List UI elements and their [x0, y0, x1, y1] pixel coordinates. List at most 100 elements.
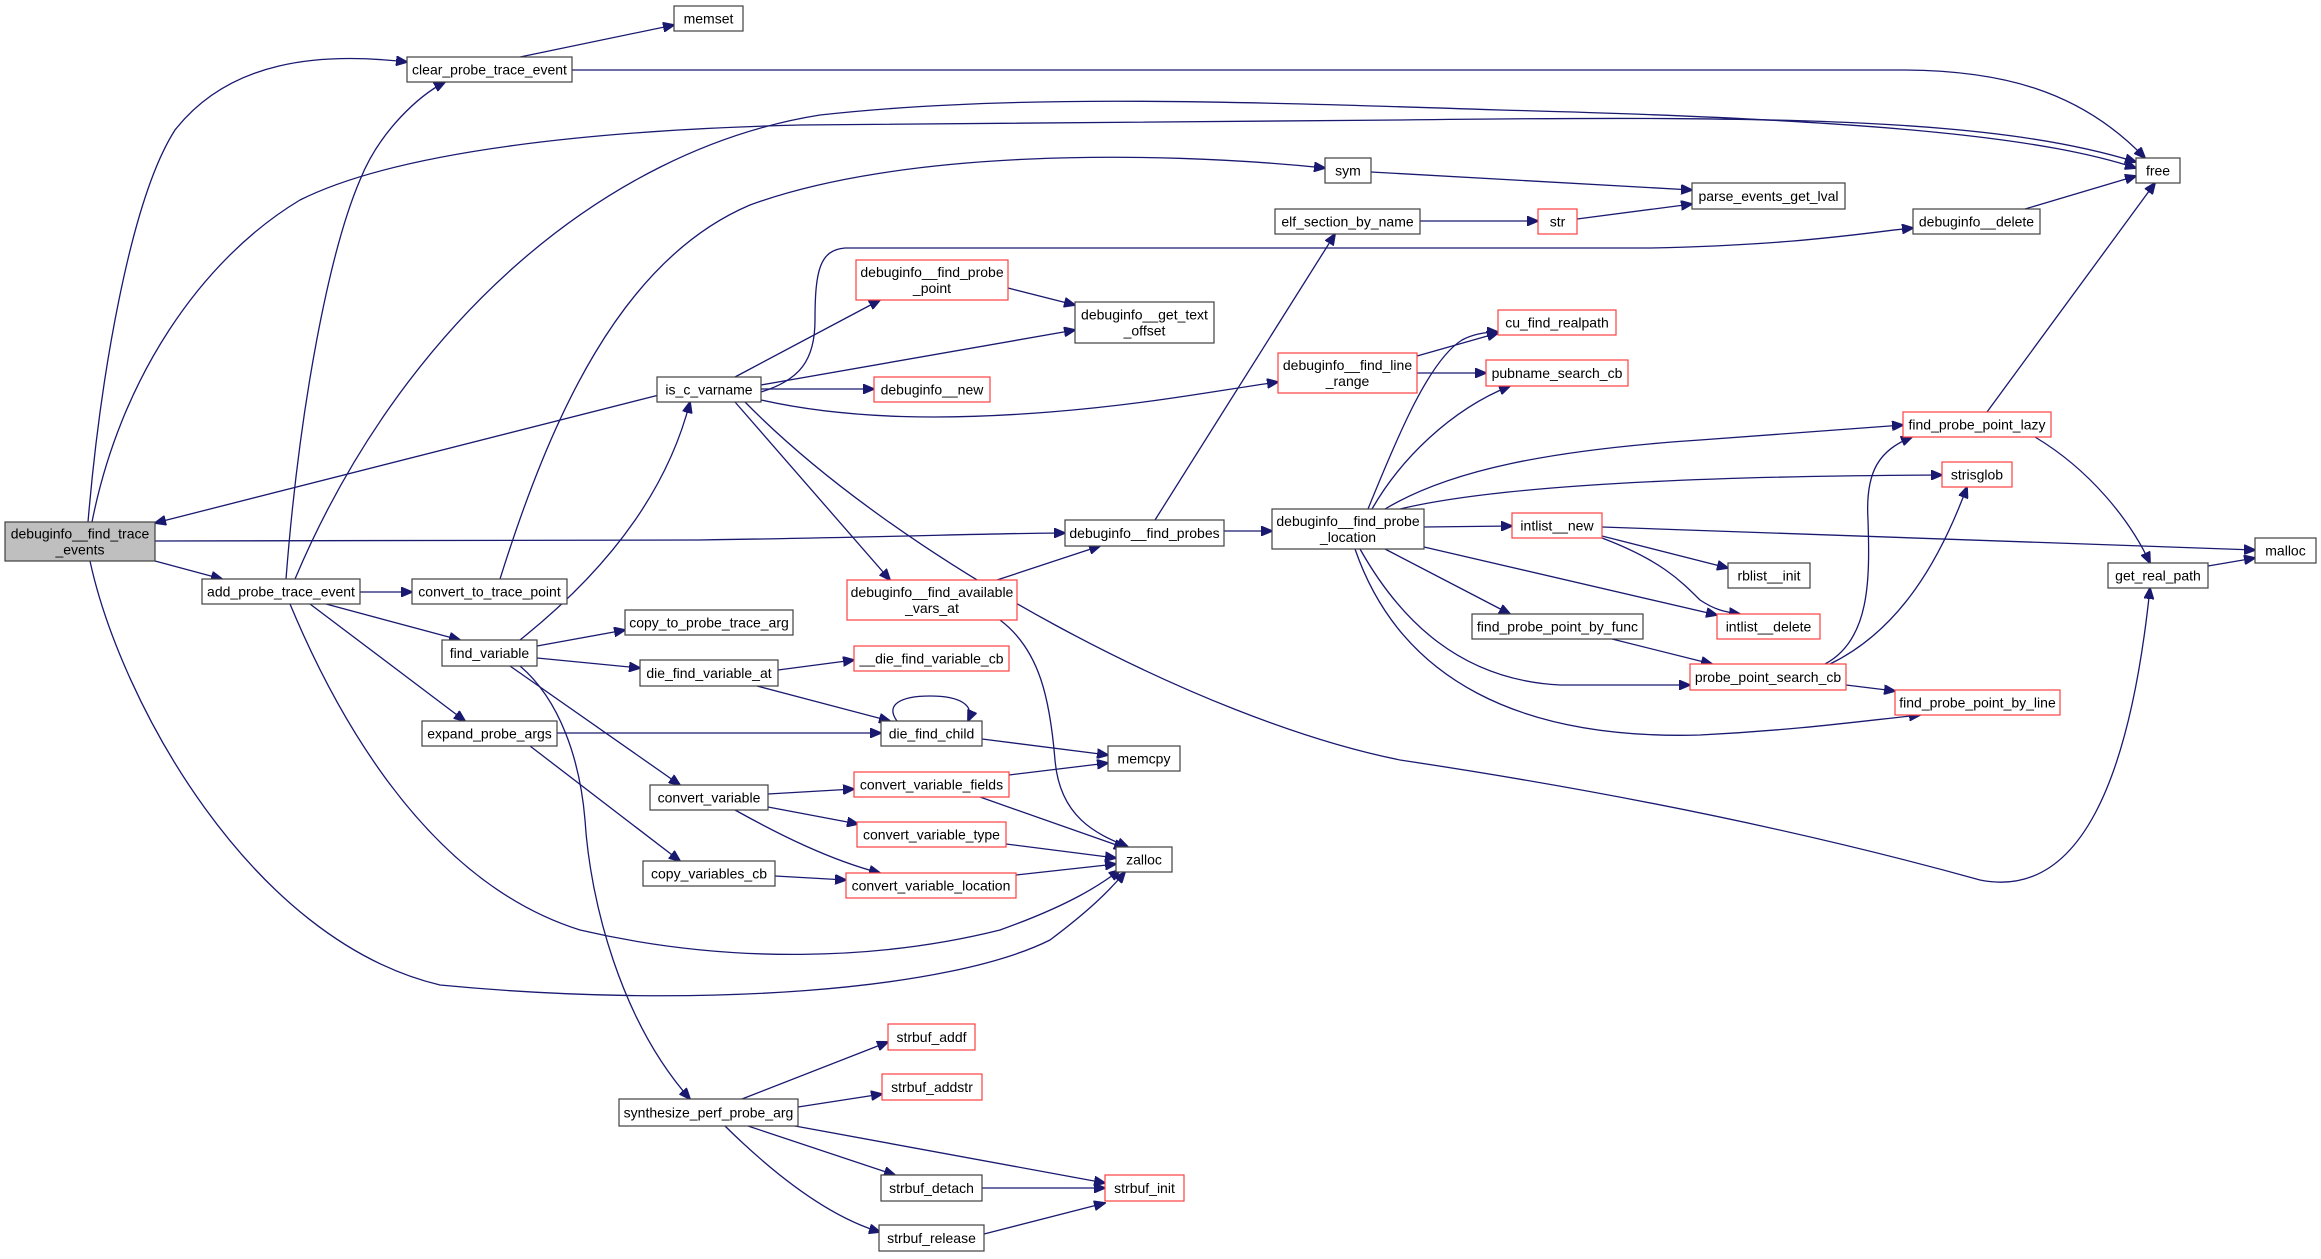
node-root[interactable]: debuginfo__find_trace_events — [4, 521, 156, 562]
node-box[interactable] — [411, 578, 568, 605]
node-box[interactable] — [1115, 846, 1173, 873]
node-box[interactable] — [1894, 689, 2061, 716]
node-box[interactable] — [1107, 745, 1181, 772]
node-zalloc[interactable]: zalloc — [1115, 846, 1173, 873]
node-debuginfo--find-probe-location[interactable]: debuginfo__find_probe_location — [1271, 508, 1425, 550]
node-sym[interactable]: sym — [1324, 157, 1372, 184]
node-is-c-varname[interactable]: is_c_varname — [656, 376, 762, 403]
node-box[interactable] — [4, 521, 156, 562]
node-box[interactable] — [1274, 208, 1421, 235]
node---die-find-variable-cb[interactable]: __die_find_variable_cb — [853, 645, 1010, 672]
node-strbuf-detach[interactable]: strbuf_detach — [880, 1174, 983, 1202]
node-box[interactable] — [406, 56, 573, 83]
node-strbuf-release[interactable]: strbuf_release — [878, 1224, 985, 1252]
node-box[interactable] — [673, 5, 744, 32]
node-box[interactable] — [1511, 512, 1603, 539]
node-str[interactable]: str — [1537, 208, 1578, 235]
node-copy-to-probe-trace-arg[interactable]: copy_to_probe_trace_arg — [624, 609, 794, 636]
node-box[interactable] — [2254, 537, 2317, 564]
node-convert-to-trace-point[interactable]: convert_to_trace_point — [411, 578, 568, 605]
node-box[interactable] — [1497, 309, 1617, 336]
node-convert-variable-type[interactable]: convert_variable_type — [856, 821, 1007, 848]
node-debuginfo--find-available-vars-at[interactable]: debuginfo__find_available_vars_at — [846, 579, 1018, 621]
node-synthesize-perf-probe-arg[interactable]: synthesize_perf_probe_arg — [618, 1098, 799, 1127]
node-convert-variable[interactable]: convert_variable — [649, 784, 769, 811]
node-get-real-path[interactable]: get_real_path — [2107, 562, 2209, 589]
node-box[interactable] — [1727, 562, 1811, 589]
node-box[interactable] — [1271, 508, 1425, 550]
node-box[interactable] — [856, 821, 1007, 848]
node-box[interactable] — [881, 1073, 983, 1101]
node-strbuf-init[interactable]: strbuf_init — [1104, 1174, 1185, 1202]
node-box[interactable] — [2135, 157, 2181, 184]
node-debuginfo--get-text-offset[interactable]: debuginfo__get_text_offset — [1074, 301, 1215, 344]
node-box[interactable] — [421, 720, 558, 747]
node-box[interactable] — [1716, 613, 1821, 640]
node-box[interactable] — [1277, 352, 1418, 394]
node-convert-variable-location[interactable]: convert_variable_location — [845, 872, 1017, 899]
node-malloc[interactable]: malloc — [2254, 537, 2317, 564]
node-box[interactable] — [639, 659, 779, 687]
node-box[interactable] — [853, 771, 1010, 798]
node-box[interactable] — [1324, 157, 1372, 184]
node-box[interactable] — [845, 872, 1017, 899]
node-find-variable[interactable]: find_variable — [441, 639, 538, 667]
node-box[interactable] — [878, 1224, 985, 1252]
node-box[interactable] — [624, 609, 794, 636]
node-box[interactable] — [2107, 562, 2209, 589]
node-strisglob[interactable]: strisglob — [1941, 461, 2013, 488]
node-box[interactable] — [1941, 461, 2013, 488]
node-box[interactable] — [880, 1174, 983, 1202]
node-box[interactable] — [618, 1098, 799, 1127]
node-box[interactable] — [1902, 411, 2052, 438]
node-debuginfo--find-probe-point[interactable]: debuginfo__find_probe_point — [855, 259, 1009, 301]
node-box[interactable] — [649, 784, 769, 811]
node-debuginfo--find-probes[interactable]: debuginfo__find_probes — [1064, 519, 1225, 547]
node-box[interactable] — [656, 376, 762, 403]
node-debuginfo--delete[interactable]: debuginfo__delete — [1912, 208, 2041, 235]
node-box[interactable] — [1104, 1174, 1185, 1202]
node-intlist--delete[interactable]: intlist__delete — [1716, 613, 1821, 640]
node-pubname-search-cb[interactable]: pubname_search_cb — [1485, 359, 1629, 387]
node-box[interactable] — [1689, 663, 1847, 691]
node-convert-variable-fields[interactable]: convert_variable_fields — [853, 771, 1010, 798]
node-box[interactable] — [846, 579, 1018, 621]
node-box[interactable] — [887, 1023, 976, 1051]
node-rblist--init[interactable]: rblist__init — [1727, 562, 1811, 589]
node-box[interactable] — [880, 720, 983, 747]
node-box[interactable] — [853, 645, 1010, 672]
node-debuginfo--find-line-range[interactable]: debuginfo__find_line_range — [1277, 352, 1418, 394]
node-strbuf-addf[interactable]: strbuf_addf — [887, 1023, 976, 1051]
node-find-probe-point-lazy[interactable]: find_probe_point_lazy — [1902, 411, 2052, 438]
node-find-probe-point-by-func[interactable]: find_probe_point_by_func — [1471, 613, 1644, 640]
node-clear-probe-trace-event[interactable]: clear_probe_trace_event — [406, 56, 573, 83]
node-find-probe-point-by-line[interactable]: find_probe_point_by_line — [1894, 689, 2061, 716]
node-box[interactable] — [855, 259, 1009, 301]
node-box[interactable] — [1537, 208, 1578, 235]
node-box[interactable] — [201, 578, 361, 605]
node-box[interactable] — [441, 639, 538, 667]
node-box[interactable] — [1691, 182, 1846, 210]
node-probe-point-search-cb[interactable]: probe_point_search_cb — [1689, 663, 1847, 691]
node-box[interactable] — [1485, 359, 1629, 387]
node-box[interactable] — [873, 376, 991, 403]
node-parse-events-get-lval[interactable]: parse_events_get_lval — [1691, 182, 1846, 210]
node-box[interactable] — [1074, 301, 1215, 344]
node-die-find-variable-at[interactable]: die_find_variable_at — [639, 659, 779, 687]
node-copy-variables-cb[interactable]: copy_variables_cb — [642, 860, 776, 887]
node-elf-section-by-name[interactable]: elf_section_by_name — [1274, 208, 1421, 235]
node-box[interactable] — [642, 860, 776, 887]
node-add-probe-trace-event[interactable]: add_probe_trace_event — [201, 578, 361, 605]
node-box[interactable] — [1471, 613, 1644, 640]
node-debuginfo--new[interactable]: debuginfo__new — [873, 376, 991, 403]
node-expand-probe-args[interactable]: expand_probe_args — [421, 720, 558, 747]
node-strbuf-addstr[interactable]: strbuf_addstr — [881, 1073, 983, 1101]
node-intlist--new[interactable]: intlist__new — [1511, 512, 1603, 539]
node-free[interactable]: free — [2135, 157, 2181, 184]
node-memset[interactable]: memset — [673, 5, 744, 32]
node-memcpy[interactable]: memcpy — [1107, 745, 1181, 772]
node-cu-find-realpath[interactable]: cu_find_realpath — [1497, 309, 1617, 336]
node-die-find-child[interactable]: die_find_child — [880, 720, 983, 747]
node-box[interactable] — [1064, 519, 1225, 547]
node-box[interactable] — [1912, 208, 2041, 235]
